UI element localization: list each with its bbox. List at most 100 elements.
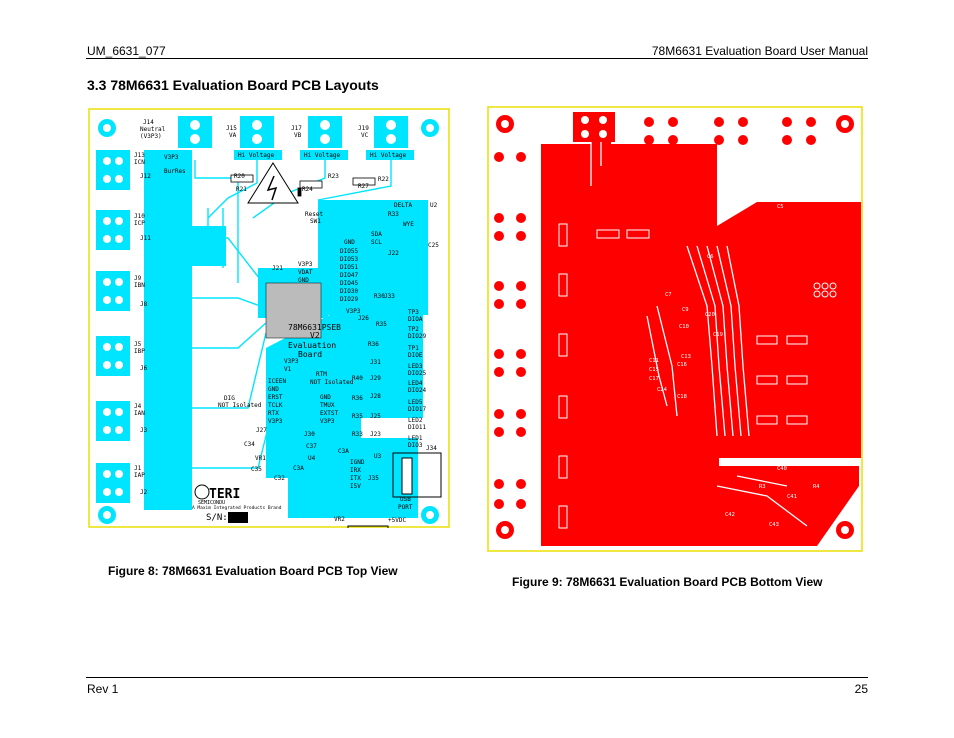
label-hv-a: Hi Voltage bbox=[238, 152, 275, 159]
ic-chip bbox=[265, 282, 322, 339]
label-dio29: DIO29 bbox=[340, 296, 358, 303]
label-reset: Reset bbox=[305, 211, 323, 218]
label-j27: J27 bbox=[256, 427, 267, 434]
label-r24: R24 bbox=[302, 186, 313, 193]
label-dioa: DIOA bbox=[408, 316, 423, 323]
label-icn: ICN bbox=[134, 159, 145, 166]
label-gnd-c: GND bbox=[268, 386, 279, 393]
label-i5v: I5V bbox=[350, 483, 361, 490]
label-r34: R33 bbox=[352, 431, 363, 438]
brand-logo-text: TERI bbox=[209, 487, 240, 502]
label-burres: BurRes bbox=[164, 168, 186, 175]
label-tp1: TP1 bbox=[408, 345, 419, 352]
label-ian: IAN bbox=[134, 410, 145, 417]
label-j6: J6 bbox=[140, 365, 148, 372]
label-r23: R23 bbox=[328, 173, 339, 180]
label-semi: SEMICONDU bbox=[198, 500, 225, 506]
label-vc: VC bbox=[361, 132, 369, 139]
label-vr1: VR1 bbox=[255, 455, 266, 462]
label-u4: U4 bbox=[308, 455, 316, 462]
label-port: PORT bbox=[398, 504, 413, 511]
resistor-pads bbox=[230, 174, 376, 197]
label-neutral: Neutral bbox=[140, 126, 166, 133]
label-v2: V2 bbox=[310, 331, 320, 340]
label-vr2: VR2 bbox=[334, 516, 345, 523]
label-scl: SCL bbox=[371, 239, 382, 246]
label-sw1: SW1 bbox=[310, 218, 321, 225]
label-r35-b: R35 bbox=[352, 413, 363, 420]
label-c40: C40 bbox=[777, 466, 787, 472]
label-j28: J28 bbox=[370, 393, 381, 400]
label-c41: C41 bbox=[787, 494, 797, 500]
sn-box bbox=[228, 512, 248, 523]
label-c42: C42 bbox=[725, 512, 735, 518]
label-irx: IRX bbox=[350, 467, 361, 474]
label-r21: R21 bbox=[236, 186, 247, 193]
label-dig: DIG bbox=[224, 395, 235, 402]
section-heading: 3.3 78M6631 Evaluation Board PCB Layouts bbox=[87, 77, 379, 93]
label-j11: J11 bbox=[140, 235, 151, 242]
label-u2: U2 bbox=[430, 202, 438, 209]
label-c3a: C3A bbox=[293, 465, 304, 472]
label-r35: R35 bbox=[376, 321, 387, 328]
label-j14: J14 bbox=[143, 119, 154, 126]
warning-icon bbox=[247, 162, 299, 204]
label-ibn: IBN bbox=[134, 282, 145, 289]
label-dio53: DIO53 bbox=[340, 256, 358, 263]
label-tp2: TP2 bbox=[408, 326, 419, 333]
label-led3: LED3 bbox=[408, 363, 423, 370]
figure-8-caption: Figure 8: 78M6631 Evaluation Board PCB T… bbox=[108, 564, 398, 578]
label-j3: J3 bbox=[140, 427, 148, 434]
label-r4: R4 bbox=[813, 484, 820, 490]
label-ignd: IGND bbox=[350, 459, 365, 466]
label-not-isolated: NOT Isolated bbox=[310, 379, 354, 386]
label-r36: R36 bbox=[368, 341, 379, 348]
label-dio3: DIO3 bbox=[408, 442, 423, 449]
label-gnd: GND bbox=[344, 239, 355, 246]
label-dio17: DIO17 bbox=[408, 406, 426, 413]
label-j34: J34 bbox=[426, 445, 437, 452]
label-sn: S/N: bbox=[206, 513, 228, 523]
header-doc-id: UM_6631_077 bbox=[87, 44, 166, 58]
label-usb: USB bbox=[400, 496, 411, 503]
figure-9-caption: Figure 9: 78M6631 Evaluation Board PCB B… bbox=[512, 575, 823, 589]
label-va: VA bbox=[229, 132, 237, 139]
label-j5: J5 bbox=[134, 341, 142, 348]
pads-top bbox=[573, 112, 816, 145]
label-u3: U3 bbox=[374, 453, 382, 460]
header-rule bbox=[86, 58, 868, 59]
header-doc-title: 78M6631 Evaluation Board User Manual bbox=[651, 44, 868, 58]
label-dio29-b: DIO29 bbox=[408, 333, 426, 340]
label-led2: LED2 bbox=[408, 417, 423, 424]
label-c32: C32 bbox=[274, 475, 285, 482]
label-j26: J26 bbox=[358, 315, 369, 322]
label-j35: J35 bbox=[368, 475, 379, 482]
label-j23: J23 bbox=[370, 431, 381, 438]
label-chip: 78M6631PSEB bbox=[288, 323, 341, 332]
label-v3p3-paren: (V3P3) bbox=[140, 133, 162, 140]
hv-connectors bbox=[178, 116, 414, 160]
label-led5: LED5 bbox=[408, 399, 423, 406]
label-j10: J10 bbox=[134, 213, 145, 220]
label-j22: J22 bbox=[388, 250, 399, 257]
label-r22: R22 bbox=[378, 176, 389, 183]
label-j8: J8 bbox=[140, 301, 148, 308]
label-c13: C13 bbox=[681, 354, 691, 360]
label-led4: LED4 bbox=[408, 380, 423, 387]
label-c11: C11 bbox=[649, 358, 659, 364]
label-dio55: DIO55 bbox=[340, 248, 358, 255]
label-j1: J1 bbox=[134, 465, 142, 472]
label-hv-c: Hi Voltage bbox=[370, 152, 407, 159]
label-v3p3-c: V3P3 bbox=[346, 308, 361, 315]
label-r27: R27 bbox=[358, 183, 369, 190]
label-j25: J25 bbox=[370, 413, 381, 420]
label-dio25: DIO25 bbox=[408, 370, 426, 377]
traces-bottom bbox=[590, 142, 808, 527]
label-r3: R3 bbox=[759, 484, 766, 490]
label-delta: DELTA bbox=[394, 202, 412, 209]
label-j29: J29 bbox=[370, 375, 381, 382]
label-dio47: DIO47 bbox=[340, 272, 358, 279]
label-c24: C24 bbox=[657, 387, 668, 393]
label-dio11: DIO11 bbox=[408, 424, 426, 431]
label-c34: C34 bbox=[244, 441, 255, 448]
